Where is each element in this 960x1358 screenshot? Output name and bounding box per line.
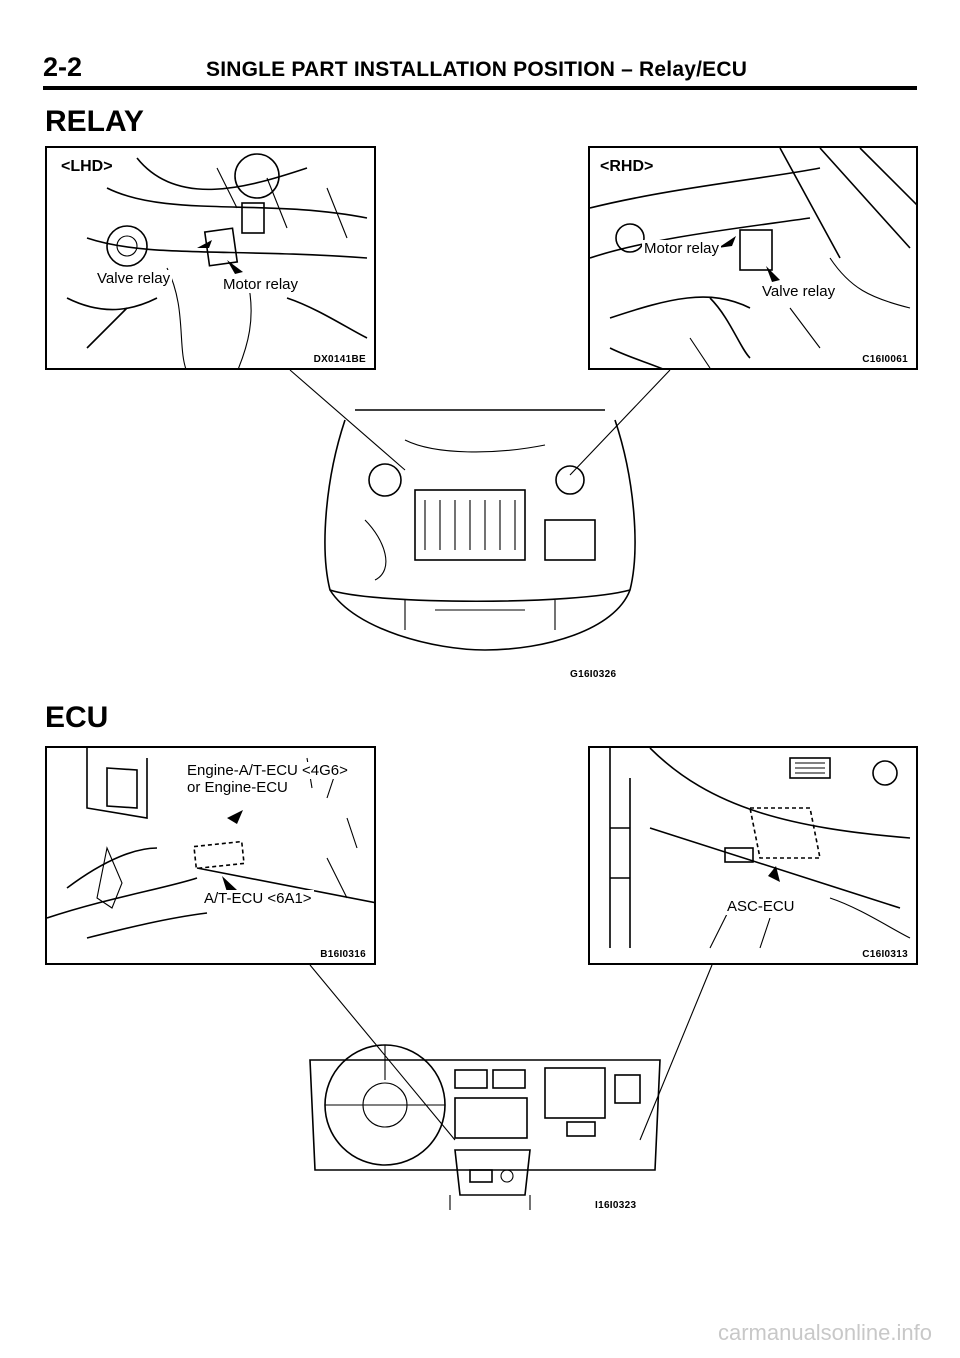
ecu-left-figure-code: B16I0316 xyxy=(320,949,366,960)
lhd-motor-relay-label: Motor relay xyxy=(221,276,301,293)
lhd-valve-relay-label: Valve relay xyxy=(95,270,173,287)
rhd-valve-relay-label: Valve relay xyxy=(760,283,838,300)
relay-lhd-panel: <LHD> Valve relay Motor relay DX0141BE xyxy=(45,146,376,370)
rhd-figure-code: C16I0061 xyxy=(862,354,908,365)
ecu-left-panel: Engine-A/T-ECU <4G6> or Engine-ECU A/T-E… xyxy=(45,746,376,965)
engine-ecu-label-line1: Engine-A/T-ECU <4G6> xyxy=(185,762,350,779)
lhd-figure-code: DX0141BE xyxy=(313,354,366,365)
ecu-right-panel: ASC-ECU C16I0313 xyxy=(588,746,918,965)
page-title: SINGLE PART INSTALLATION POSITION – Rela… xyxy=(206,58,748,81)
section-title-ecu: ECU xyxy=(45,701,109,734)
engine-bay-figure-code: G16I0326 xyxy=(570,669,617,680)
ecu-right-figure-code: C16I0313 xyxy=(862,949,908,960)
watermark: carmanualsonline.info xyxy=(717,1320,932,1345)
ecu-right-drawing xyxy=(609,748,911,949)
dashboard-figure-code: I16I0323 xyxy=(595,1200,637,1211)
lhd-tag: <LHD> xyxy=(59,158,115,175)
dashboard-drawing xyxy=(309,1044,661,1210)
at-ecu-label: A/T-ECU <6A1> xyxy=(202,890,314,907)
engine-ecu-label-line2: or Engine-ECU xyxy=(185,779,290,796)
asc-ecu-label: ASC-ECU xyxy=(725,898,797,915)
engine-bay-drawing xyxy=(324,409,636,651)
relay-rhd-drawing xyxy=(590,148,916,368)
rhd-motor-relay-label: Motor relay xyxy=(642,240,722,257)
relay-lhd-drawing xyxy=(66,153,368,368)
section-title-relay: RELAY xyxy=(45,105,144,138)
header-rule xyxy=(43,86,917,90)
page-number: 2-2 xyxy=(43,52,83,82)
rhd-tag: <RHD> xyxy=(598,158,656,175)
relay-rhd-panel: <RHD> Motor relay Valve relay C16I0061 xyxy=(588,146,918,370)
